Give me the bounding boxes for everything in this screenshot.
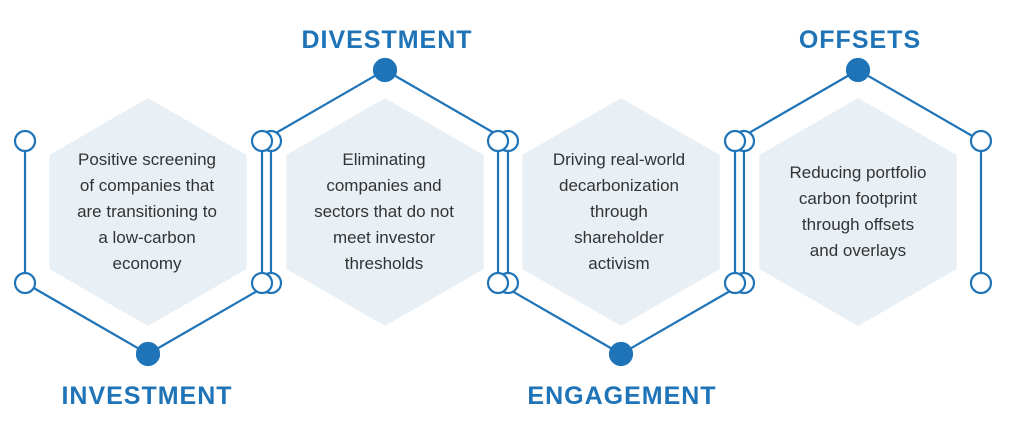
node-top-active-offsets (845, 57, 871, 83)
step-title-engagement: ENGAGEMENT (527, 382, 717, 410)
step-description-engagement: Driving real-world decarbonization throu… (527, 147, 711, 277)
step-description-offsets: Reducing portfolio carbon footprint thro… (766, 160, 950, 264)
description-line: sectors that do not (314, 202, 454, 221)
hexagon-fill-investment (49, 98, 247, 326)
description-line: Reducing portfolio (789, 163, 927, 182)
hexagon-edge-top-left-divestment (260, 68, 387, 143)
description-line: Driving real-world (552, 150, 686, 169)
hexagon-edge-top-right-offsets (856, 68, 983, 143)
step-title-offsets: OFFSETS (798, 26, 922, 54)
node-top-left-engagement (486, 129, 510, 153)
description-line: Eliminating (342, 150, 426, 169)
description-line: shareholder (574, 228, 664, 247)
description-line: through (590, 202, 648, 221)
node-top-right-offsets (969, 129, 993, 153)
description-line: economy (112, 254, 182, 273)
hexagon-fill-offsets (759, 98, 957, 326)
description-line: of companies that (79, 176, 215, 195)
description-line: decarbonization (558, 176, 680, 195)
node-bottom-active-engagement (608, 341, 634, 367)
step-description-investment: Positive screening of companies that are… (55, 147, 239, 277)
hexagon-edge-bottom-right-engagement (619, 281, 746, 356)
description-line: and overlays (809, 241, 907, 260)
node-bottom-left-investment (13, 271, 37, 295)
hexagon-edge-bottom-left-engagement (496, 281, 623, 356)
hexagon-edge-bottom-right-investment (146, 281, 273, 356)
step-title-investment: INVESTMENT (61, 382, 233, 410)
description-line: meet investor (332, 228, 436, 247)
description-line: are transitioning to (77, 202, 217, 221)
description-line: thresholds (344, 254, 424, 273)
node-bottom-left-offsets (723, 271, 747, 295)
node-top-left-investment (13, 129, 37, 153)
node-bottom-right-offsets (969, 271, 993, 295)
description-line: companies and (326, 176, 442, 195)
description-line: Positive screening (78, 150, 216, 169)
hexagon-edge-top-right-divestment (383, 68, 510, 143)
node-bottom-left-engagement (486, 271, 510, 295)
description-line: through offsets (801, 215, 915, 234)
node-bottom-active-investment (135, 341, 161, 367)
hexagon-fill-engagement (522, 98, 720, 326)
step-title-divestment: DIVESTMENT (301, 26, 473, 54)
node-top-left-divestment (250, 129, 274, 153)
node-top-left-offsets (723, 129, 747, 153)
hexagon-edge-bottom-left-investment (23, 281, 150, 356)
description-line: carbon footprint (798, 189, 918, 208)
step-description-divestment: Eliminating companies and sectors that d… (292, 147, 476, 277)
node-top-active-divestment (372, 57, 398, 83)
description-line: activism (588, 254, 650, 273)
node-bottom-left-divestment (250, 271, 274, 295)
hexagon-fill-divestment (286, 98, 484, 326)
description-line: a low-carbon (98, 228, 196, 247)
hexagon-edge-top-left-offsets (733, 68, 860, 143)
